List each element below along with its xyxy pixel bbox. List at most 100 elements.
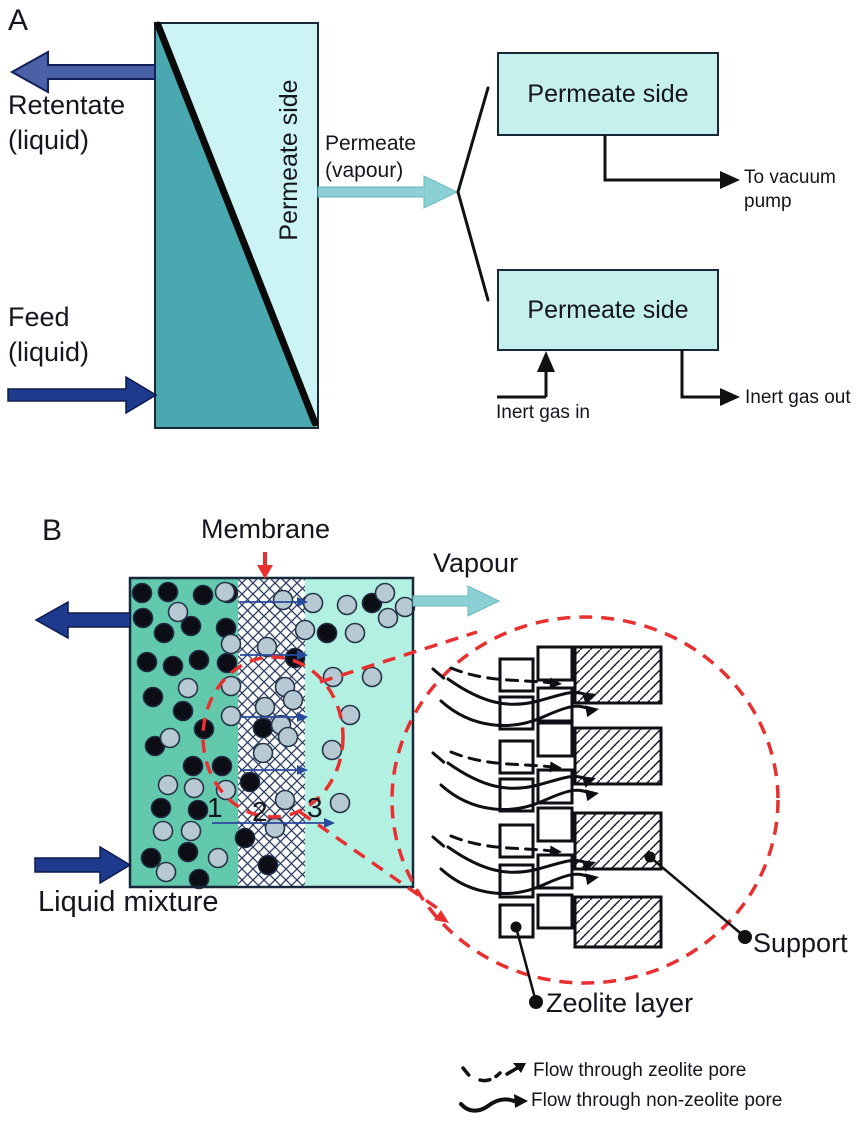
liquid-mixture-label: Liquid mixture (38, 886, 219, 918)
particle-light (157, 774, 179, 796)
particle-black (182, 755, 204, 777)
particle-light (321, 739, 343, 761)
arrowhead (585, 789, 599, 802)
permeate-vapour-arrow (317, 175, 459, 209)
to-vacuum-label: To vacuum pump (744, 167, 836, 213)
legend-zeolite-flow-glyph (461, 1065, 521, 1083)
legend-nonzeolite-flow-glyph (459, 1097, 516, 1113)
particle-light (272, 589, 294, 611)
zone-number-2: 2 (252, 796, 268, 827)
permeate-side-vertical-label: Permeate side (275, 79, 303, 241)
arrowhead (581, 860, 596, 872)
particle-light (361, 666, 383, 688)
membrane-label: Membrane (201, 514, 331, 544)
particle-black (211, 755, 233, 777)
flow-curve (446, 761, 592, 790)
arrowhead (549, 845, 562, 857)
zeolite-crystal (498, 739, 535, 775)
particle-black (150, 797, 172, 819)
panel-a-label: A (8, 4, 29, 37)
legend-nonzeolite-flow-arrowhead (514, 1094, 528, 1108)
magnifier-outline (201, 615, 780, 985)
panel-b-border (128, 576, 415, 889)
arrowhead (297, 765, 308, 775)
flow-curve (439, 699, 595, 727)
arrowhead (549, 677, 562, 689)
particle-light (214, 581, 236, 603)
particle-light (254, 696, 276, 718)
zeolite-crystal (536, 768, 574, 805)
particle-black (132, 607, 154, 629)
zone-number-3: 3 (307, 792, 323, 823)
particle-light (207, 847, 229, 869)
inert-gas-in-label: Inert gas in (496, 402, 590, 423)
sweep-box-label: Permeate side (527, 296, 689, 324)
inert-gas-out-arrowhead (720, 388, 740, 406)
particle-light (183, 777, 205, 799)
retentate-arrow-b (34, 600, 131, 640)
sweep-box (497, 269, 719, 351)
zeolite-leader (510, 921, 543, 1009)
particle-light (282, 689, 304, 711)
arrowhead (297, 597, 308, 607)
branch-connector (456, 86, 490, 302)
particle-black (234, 827, 256, 849)
arrowhead (324, 818, 335, 828)
particle-black (180, 615, 202, 637)
zeolite-crystal (498, 823, 535, 859)
legend-zeolite-flow-label: Flow through zeolite pore (533, 1060, 747, 1081)
particle-light (339, 704, 361, 726)
flow-curve (439, 867, 595, 895)
particle-black (131, 582, 153, 604)
particle-light (394, 596, 416, 618)
particle-black (162, 655, 184, 677)
particle-light (336, 594, 358, 616)
arrowhead (297, 712, 308, 722)
vacuum-box (497, 52, 719, 136)
permeation-arrows (212, 597, 335, 828)
zeolite-crystal (498, 657, 535, 693)
flow-curve (439, 783, 595, 811)
flow-curve (449, 834, 554, 853)
inert-gas-in-connector (497, 368, 548, 399)
particle-field (131, 581, 416, 890)
particle-black (157, 581, 179, 603)
magnifier-target-circle (390, 615, 780, 985)
retentate-arrow (9, 50, 156, 94)
to-vacuum-connector (603, 135, 722, 182)
particle-light (329, 792, 351, 814)
particle-light (167, 601, 189, 623)
inert-gas-in-arrowhead (537, 351, 555, 372)
flow-curve (431, 667, 448, 682)
particle-black (252, 717, 274, 739)
arrowhead (585, 705, 599, 718)
flow-curve (431, 835, 448, 850)
flow-curve (446, 845, 592, 874)
particle-black (136, 651, 158, 673)
vapour-label: Vapour (433, 548, 519, 578)
particle-black (140, 847, 162, 869)
particle-light (294, 619, 316, 641)
membrane-diagonal-line (154, 21, 319, 427)
zeolite-layer-label: Zeolite layer (546, 988, 694, 1018)
pore-flow-arrows (431, 666, 599, 895)
particle-light (256, 636, 278, 658)
particle-light (180, 820, 202, 842)
arrowhead (581, 692, 596, 704)
particle-light (159, 727, 181, 749)
feed-arrow-b (34, 845, 132, 885)
support-block (573, 726, 663, 786)
support-leader (644, 851, 752, 944)
flow-curve (449, 666, 554, 685)
particle-black (239, 771, 261, 793)
inert-gas-out-label: Inert gas out (745, 387, 851, 408)
zeolite-crystal (536, 893, 574, 930)
support-label: Support (753, 928, 848, 958)
flow-curve (446, 677, 592, 706)
arrowhead (585, 873, 599, 886)
particle-light (220, 705, 242, 727)
particle-light (155, 861, 177, 883)
feed-label: Feed (liquid) (8, 302, 90, 367)
particle-light (374, 582, 396, 604)
support-block (573, 645, 663, 705)
